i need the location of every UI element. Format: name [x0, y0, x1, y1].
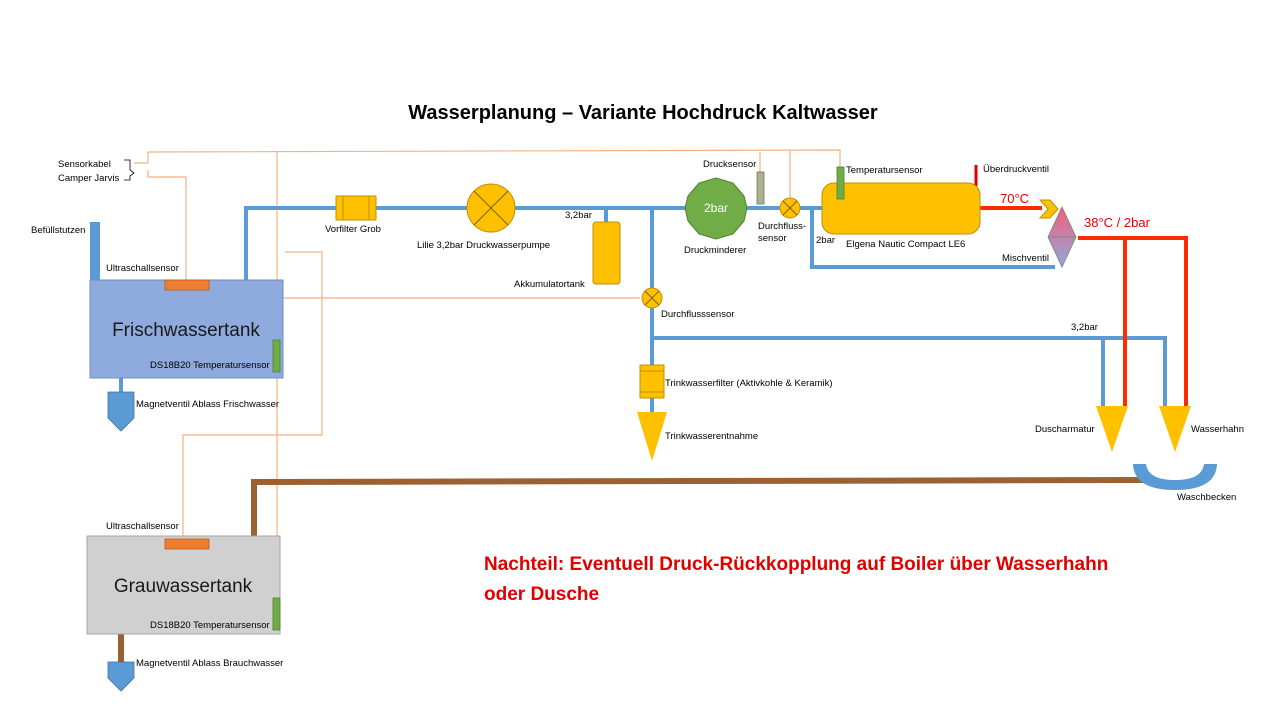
grey-water-tank — [86, 535, 281, 635]
fill-inlet-label: Befüllstutzen — [31, 225, 85, 236]
sensor-cable-label-1: Sensorkabel — [58, 159, 111, 170]
drinking-outlet-icon — [637, 412, 667, 461]
flow-sensor-icon — [641, 287, 663, 309]
tap-label: Wasserhahn — [1191, 424, 1244, 435]
shower-icon — [1096, 406, 1128, 452]
mix-value-label: 38°C / 2bar — [1084, 215, 1151, 230]
grey-ultrasonic-label: Ultraschallsensor — [106, 521, 179, 532]
sink-label: Waschbecken — [1177, 492, 1236, 503]
pressure-after-reducer-label: 2bar — [816, 235, 835, 246]
pressure-reducer-label: Druckminderer — [684, 245, 746, 256]
grey-temp-sensor-label: DS18B20 Temperatursensor — [150, 620, 270, 631]
fresh-water-tank — [89, 279, 284, 379]
grey-drain-label: Magnetventil Ablass Brauchwasser — [136, 658, 283, 669]
grey-ultrasonic-sensor — [164, 538, 210, 550]
fresh-water-tank-label: Frischwassertank — [112, 320, 260, 341]
mixing-valve-label: Mischventil — [1002, 253, 1049, 264]
grey-water-tank-label: Grauwassertank — [114, 576, 253, 597]
fresh-temp-sensor — [272, 339, 281, 373]
relief-valve-label: Überdruckventil — [983, 164, 1049, 175]
flow-sensor-2-icon — [779, 197, 801, 219]
drinking-outlet-label: Trinkwasserentnahme — [665, 431, 758, 442]
hot-check-valve-icon — [1038, 199, 1059, 219]
pump-label: Lilie 3,2bar Druckwasserpumpe — [417, 240, 550, 251]
boiler-temp-sensor — [836, 166, 845, 200]
sensor-cable-brace — [124, 159, 135, 181]
boiler-temp-label: 70°C — [1000, 191, 1029, 206]
flow-sensor-label: Durchflusssensor — [661, 309, 734, 320]
fill-inlet — [90, 222, 100, 280]
shower-label: Duscharmatur — [1035, 424, 1095, 435]
sensor-cable-label-2: Camper Jarvis — [58, 173, 119, 184]
prefilter-label: Vorfilter Grob — [325, 224, 381, 235]
pressure-sensor-label: Drucksensor — [703, 159, 756, 170]
sink-icon — [1133, 464, 1217, 490]
grey-temp-sensor — [272, 597, 281, 631]
fresh-drain-valve — [107, 391, 135, 432]
pump-icon — [466, 183, 516, 233]
disadvantage-note-line-2: oder Dusche — [484, 584, 599, 605]
grey-drain-valve — [107, 661, 135, 692]
boiler-temp-sensor-label: Temperatursensor — [846, 165, 923, 176]
disadvantage-note-line-1: Nachteil: Eventuell Druck-Rückkopplung a… — [484, 554, 1108, 575]
boiler-label: Elgena Nautic Compact LE6 — [846, 239, 965, 250]
pressure-reducer-value: 2bar — [704, 201, 728, 215]
tap-icon — [1159, 406, 1191, 452]
fresh-ultrasonic-label: Ultraschallsensor — [106, 263, 179, 274]
flow-sensor-2-label-2: sensor — [758, 233, 787, 244]
diagram-title: Wasserplanung – Variante Hochdruck Kaltw… — [408, 102, 878, 124]
hot-water-pipes — [980, 206, 1188, 410]
flow-sensor-2-label-1: Durchfluss- — [758, 221, 806, 232]
prefilter-icon — [335, 195, 377, 221]
drinking-filter-icon — [639, 364, 665, 399]
pressure-sensor — [756, 171, 765, 205]
fresh-ultrasonic-sensor — [164, 279, 210, 291]
accumulator-tank — [592, 221, 621, 285]
fresh-drain-label: Magnetventil Ablass Frischwasser — [136, 399, 279, 410]
pump-pressure-label: 3,2bar — [565, 210, 592, 221]
fresh-temp-sensor-label: DS18B20 Temperatursensor — [150, 360, 270, 371]
pressure-reducer — [684, 177, 748, 240]
drinking-filter-label: Trinkwasserfilter (Aktivkohle & Keramik) — [665, 378, 833, 389]
cold-pressure-label: 3,2bar — [1071, 322, 1098, 333]
accumulator-label: Akkumulatortank — [514, 279, 585, 290]
boiler — [821, 182, 981, 235]
